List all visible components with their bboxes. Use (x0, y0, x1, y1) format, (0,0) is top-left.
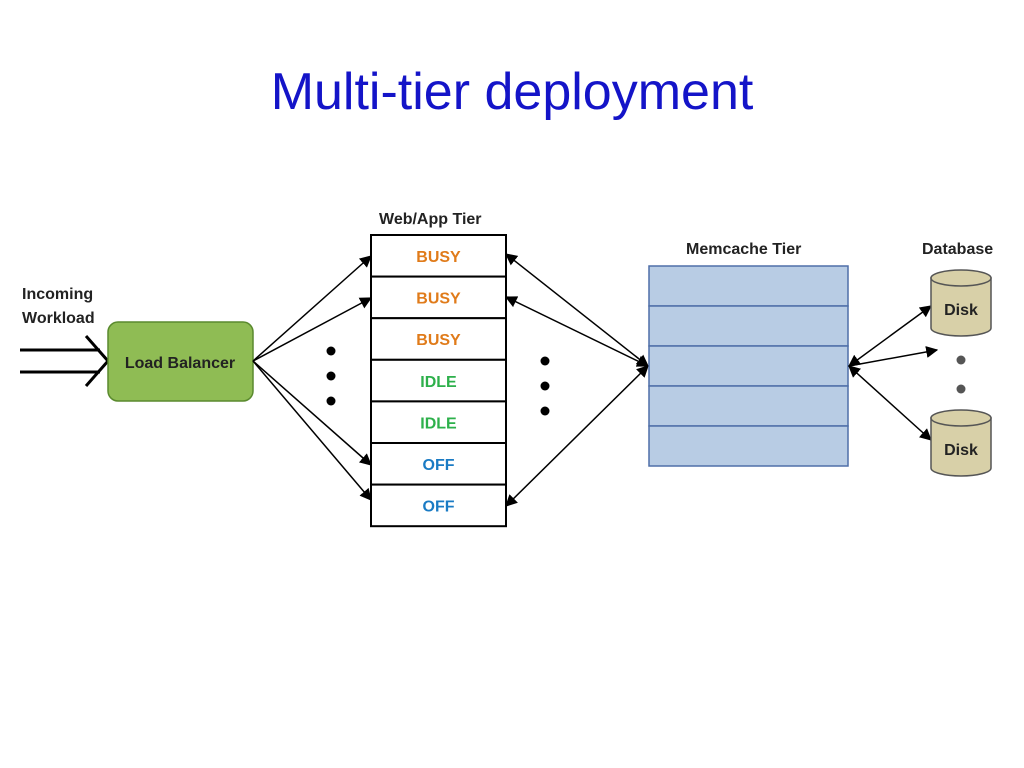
server-box (370, 317, 507, 361)
ellipsis-dots-database (956, 355, 966, 394)
memcache-row (648, 305, 849, 347)
server-slot: BUSY (370, 275, 507, 320)
memcache-row (648, 385, 849, 427)
memcache-tier-stack (648, 265, 849, 467)
server-slot: BUSY (370, 234, 507, 278)
server-state-label: IDLE (420, 415, 457, 432)
incoming-workload-label-line2: Workload (22, 310, 95, 327)
disk-label: Disk (944, 302, 978, 319)
ellipsis-dots-middle (540, 356, 550, 416)
disk-label: Disk (944, 442, 978, 459)
server-slot: OFF (370, 483, 507, 528)
incoming-workload-arrow (20, 335, 110, 387)
ellipsis-dots-left (326, 346, 336, 406)
server-memcache-arrows (504, 253, 650, 507)
disk-cylinder: Disk (930, 269, 992, 337)
database-label: Database (922, 241, 994, 258)
server-state-label: OFF (423, 457, 455, 474)
server-box (370, 234, 507, 278)
memcache-database-arrows (848, 305, 939, 441)
server-slot: IDLE (370, 400, 507, 444)
memcache-row (648, 265, 849, 307)
memcache-tier-label: Memcache Tier (686, 241, 802, 258)
load-balancer-label: Load Balancer (125, 355, 235, 372)
web-app-tier-stack: BUSY BUSY BUSY IDLE IDLE OFF OFF (370, 234, 507, 528)
incoming-workload-label-line1: Incoming (22, 286, 94, 303)
server-state-label: IDLE (420, 374, 457, 391)
server-box (370, 442, 507, 486)
server-state-label: BUSY (416, 332, 461, 349)
server-slot: IDLE (370, 358, 507, 403)
memcache-row (648, 425, 849, 467)
server-state-label: BUSY (416, 291, 461, 308)
web-tier-label: Web/App Tier (379, 211, 482, 228)
server-slot: OFF (370, 442, 507, 486)
load-balancer-arrows (252, 255, 373, 501)
server-state-label: OFF (423, 499, 455, 516)
server-state-label: BUSY (416, 249, 461, 266)
disk-cylinder: Disk (930, 409, 992, 477)
server-slot: BUSY (370, 317, 507, 361)
memcache-row (648, 345, 849, 387)
slide-title: Multi-tier deployment (270, 63, 754, 121)
